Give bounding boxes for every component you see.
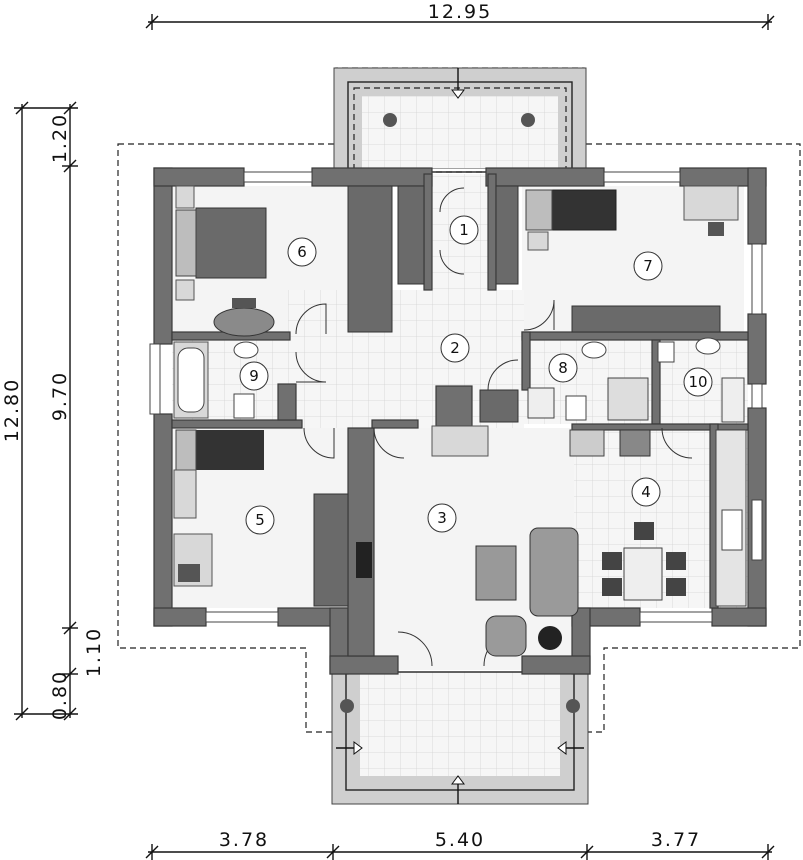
room-2: 2 [440,333,470,363]
windows [149,171,763,623]
svg-text:6: 6 [297,243,307,261]
dim-left-middle: 9.70 [49,371,71,421]
svg-text:8: 8 [558,359,568,377]
top-porch [333,67,587,173]
dim-left-total: 12.80 [1,378,23,442]
svg-text:3: 3 [437,509,447,527]
room-labels: 1 2 3 4 5 6 7 8 [239,215,713,535]
dimension-left: 12.80 1.20 9.70 1.10 0.80 [1,101,105,721]
svg-text:7: 7 [643,257,653,275]
dim-bottom-middle: 5.40 [435,829,485,851]
dim-top-total: 12.95 [428,1,492,23]
room-1: 1 [449,215,479,245]
dimension-bottom: 3.78 5.40 3.77 [145,829,775,860]
room-9: 9 [239,361,269,391]
dim-left-top: 1.20 [49,113,71,163]
svg-text:5: 5 [255,511,265,529]
dim-bottom-right: 3.77 [651,829,701,851]
room-8: 8 [548,353,578,383]
walls [153,167,767,675]
bottom-porch [331,671,589,805]
dim-bottom-left: 3.78 [219,829,269,851]
room-6: 6 [287,237,317,267]
svg-text:9: 9 [249,367,259,385]
svg-text:1: 1 [459,221,469,239]
room-4: 4 [631,477,661,507]
dim-left-bottom-lower: 0.80 [49,670,71,720]
room-3: 3 [427,503,457,533]
svg-text:2: 2 [450,339,460,357]
svg-text:10: 10 [688,373,707,391]
room-5: 5 [245,505,275,535]
dimension-top: 12.95 [145,1,775,30]
svg-text:4: 4 [641,483,651,501]
room-7: 7 [633,251,663,281]
furniture [173,185,747,657]
room-10: 10 [683,367,713,397]
dim-left-bottom-upper: 1.10 [83,627,105,677]
